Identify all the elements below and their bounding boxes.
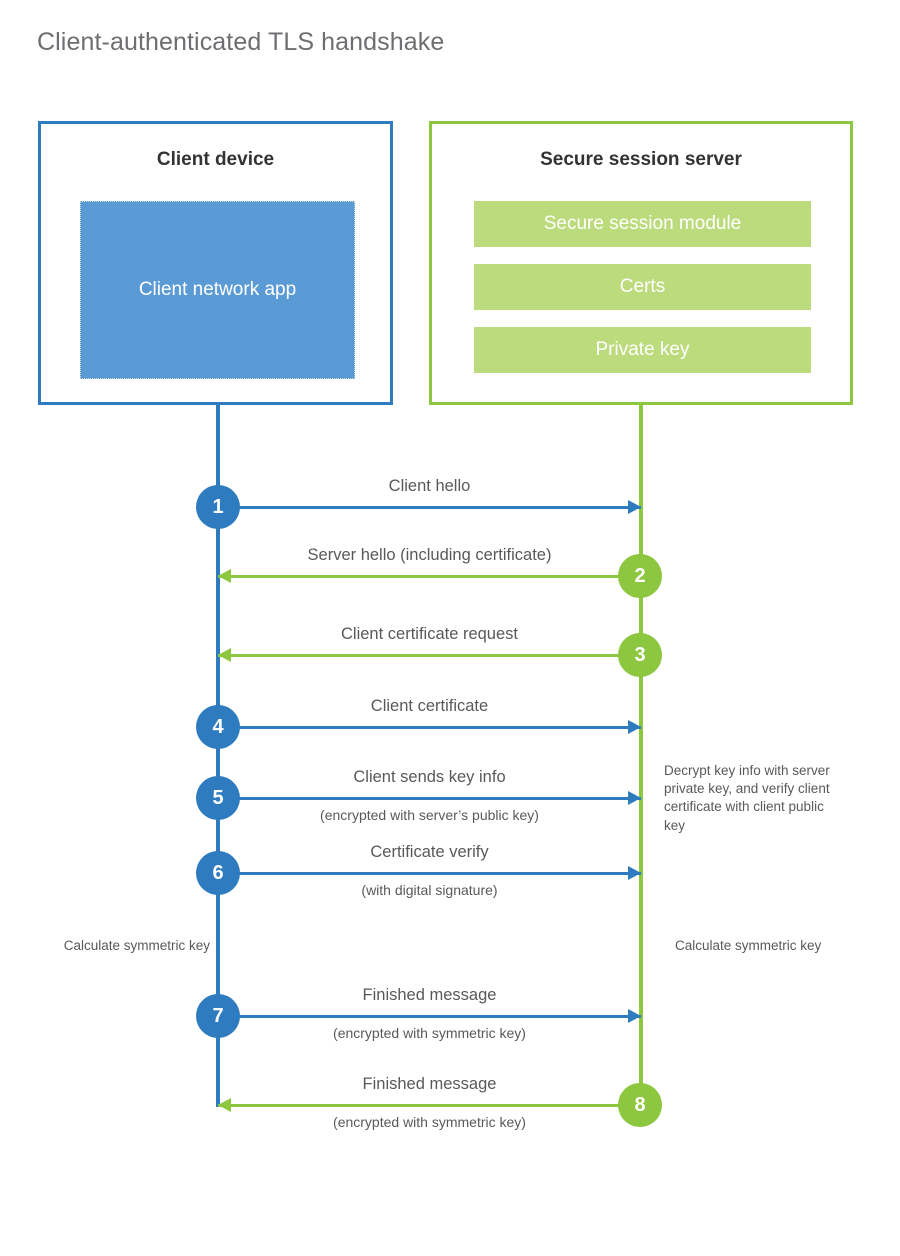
step-label-8: Finished message xyxy=(362,1075,497,1093)
arrow-head-4 xyxy=(628,720,641,734)
arrow-line-3 xyxy=(218,654,641,657)
step-label-1: Client hello xyxy=(388,477,471,495)
arrow-head-5 xyxy=(628,791,641,805)
client-network-app-block: Client network app xyxy=(80,201,355,379)
step-label-4: Client certificate xyxy=(370,697,489,715)
server-component-certs: Certs xyxy=(474,264,811,310)
note-decrypt-key-info: Decrypt key info with server private key… xyxy=(664,763,830,833)
arrow-head-7 xyxy=(628,1009,641,1023)
step-badge-4[interactable]: 4 xyxy=(196,705,240,749)
step-badge-2[interactable]: 2 xyxy=(618,554,662,598)
step-sublabel-6: (with digital signature) xyxy=(361,882,498,898)
note-server-calculate-symmetric-key: Calculate symmetric key xyxy=(675,938,822,953)
step-badge-1[interactable]: 1 xyxy=(196,485,240,529)
step-badge-5[interactable]: 5 xyxy=(196,776,240,820)
secure-session-server-box: Secure session server Secure session mod… xyxy=(429,121,853,405)
arrow-head-2 xyxy=(218,569,231,583)
step-label-6: Certificate verify xyxy=(370,843,489,861)
arrow-line-8 xyxy=(218,1104,641,1107)
server-component-private-key: Private key xyxy=(474,327,811,373)
server-component-secure-session-module: Secure session module xyxy=(474,201,811,247)
server-lifeline xyxy=(639,404,643,1106)
client-device-box: Client device Client network app xyxy=(38,121,393,405)
arrow-head-6 xyxy=(628,866,641,880)
step-badge-7[interactable]: 7 xyxy=(196,994,240,1038)
page-title: Client-authenticated TLS handshake xyxy=(37,28,445,56)
client-lifeline xyxy=(216,404,220,1107)
secure-session-server-title: Secure session server xyxy=(540,149,742,170)
client-device-title: Client device xyxy=(156,149,275,170)
step-label-3: Client certificate request xyxy=(341,625,518,643)
arrow-line-4 xyxy=(218,726,641,729)
note-client-calculate-symmetric-key: Calculate symmetric key xyxy=(63,938,210,953)
step-badge-8[interactable]: 8 xyxy=(618,1083,662,1127)
arrow-head-8 xyxy=(218,1098,231,1112)
step-sublabel-8: (encrypted with symmetric key) xyxy=(333,1114,526,1130)
arrow-line-1 xyxy=(218,506,641,509)
step-label-2: Server hello (including certificate) xyxy=(307,546,552,564)
arrow-line-7 xyxy=(218,1015,641,1018)
arrow-line-6 xyxy=(218,872,641,875)
step-sublabel-7: (encrypted with symmetric key) xyxy=(333,1025,526,1041)
step-label-7: Finished message xyxy=(362,986,497,1004)
arrow-head-3 xyxy=(218,648,231,662)
arrow-line-2 xyxy=(218,575,641,578)
step-badge-6[interactable]: 6 xyxy=(196,851,240,895)
step-sublabel-5: (encrypted with server’s public key) xyxy=(320,807,539,823)
step-label-5: Client sends key info xyxy=(353,768,506,786)
arrow-head-1 xyxy=(628,500,641,514)
arrow-line-5 xyxy=(218,797,641,800)
step-badge-3[interactable]: 3 xyxy=(618,633,662,677)
